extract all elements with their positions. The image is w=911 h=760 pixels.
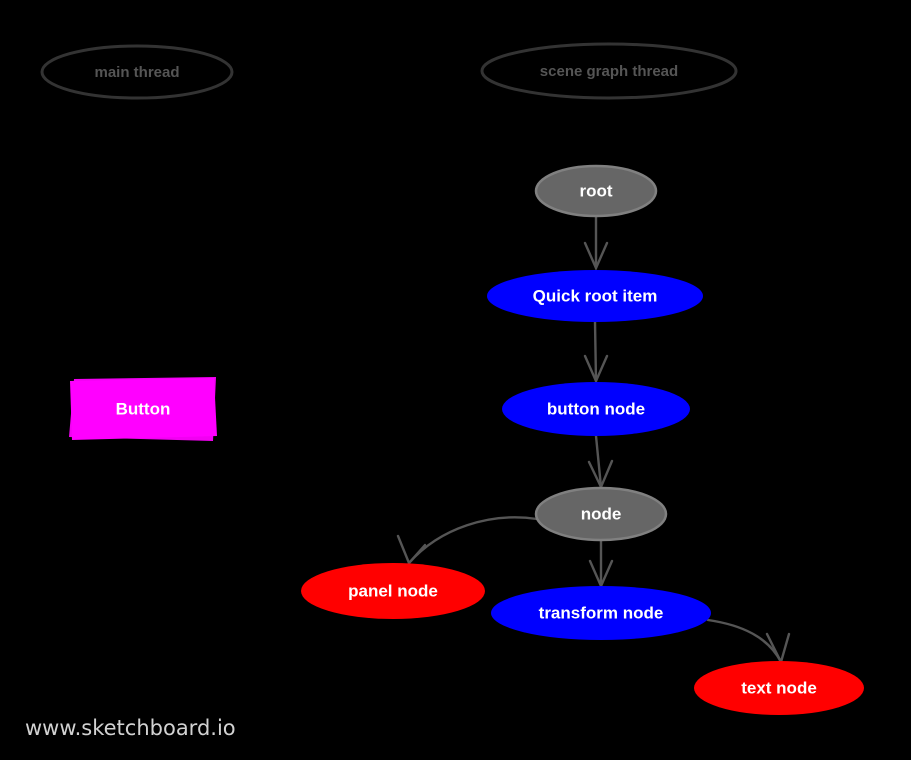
- panel-node-label: panel node: [348, 581, 438, 600]
- node-panel-node[interactable]: panel node: [301, 563, 485, 619]
- node-quick-root-item[interactable]: Quick root item: [487, 270, 703, 322]
- edge-line: [593, 320, 598, 383]
- node-transform-node[interactable]: transform node: [491, 586, 711, 640]
- main-thread-ellipse[interactable]: [40, 44, 234, 100]
- quick-root-item-ellipse[interactable]: [487, 270, 703, 322]
- node-label: node: [581, 504, 622, 523]
- edge-line: [407, 516, 539, 565]
- arrowhead: [396, 534, 427, 566]
- edge-node-to-panel-node: [396, 516, 539, 566]
- transform-node-ellipse[interactable]: [491, 586, 711, 640]
- node-ellipse[interactable]: [534, 486, 668, 542]
- node-text-node[interactable]: text node: [694, 661, 864, 715]
- text-node-ellipse[interactable]: [694, 661, 864, 715]
- scene-graph-thread-label: scene graph thread: [540, 63, 678, 80]
- main-thread-label: main thread: [94, 64, 179, 81]
- button-label: Button: [116, 399, 171, 418]
- transform-node-label: transform node: [539, 603, 664, 622]
- button-rect-sketch-edge: [69, 377, 216, 441]
- panel-node-ellipse[interactable]: [301, 563, 485, 619]
- quick-root-item-label: Quick root item: [533, 286, 658, 305]
- edge-line: [594, 434, 603, 489]
- text-node-label: text node: [741, 678, 817, 697]
- edge-node-to-transform-node: [588, 538, 614, 589]
- button-node-ellipse[interactable]: [502, 382, 690, 436]
- arrowhead: [583, 354, 609, 384]
- root-label: root: [579, 181, 612, 200]
- edge-quick-root-item-to-button-node: [583, 320, 609, 384]
- scene-graph-thread-ellipse[interactable]: [480, 42, 738, 100]
- arrowhead: [583, 241, 609, 271]
- swimlane-scene-graph-thread[interactable]: scene graph thread: [480, 42, 738, 100]
- swimlane-main-thread[interactable]: main thread: [40, 44, 234, 100]
- button-node-label: button node: [547, 399, 645, 418]
- edge-layer: [396, 214, 791, 666]
- watermark-label: www.sketchboard.io: [25, 716, 236, 740]
- edge-root-to-quick-root-item: [583, 214, 609, 271]
- node-button-node[interactable]: button node: [502, 382, 690, 436]
- root-ellipse[interactable]: [534, 164, 658, 218]
- edge-transform-node-to-text-node: [706, 618, 791, 666]
- node-node[interactable]: node: [534, 486, 668, 542]
- node-button[interactable]: Button: [69, 377, 217, 441]
- edge-button-node-to-node: [587, 434, 614, 490]
- node-root[interactable]: root: [534, 164, 658, 218]
